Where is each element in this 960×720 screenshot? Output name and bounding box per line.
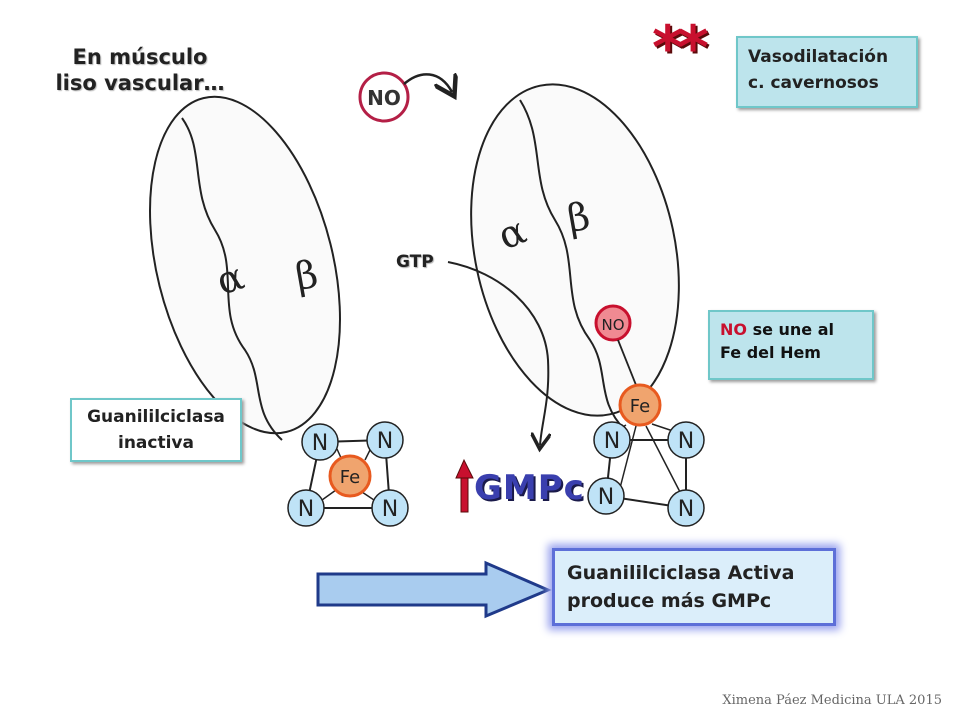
nitrogen-atom xyxy=(287,489,325,527)
free-no-molecule xyxy=(358,71,410,123)
active-box-line-1: Guanililciclasa Activa xyxy=(567,562,795,584)
vasodilation-box: Vasodilatación c. cavernosos xyxy=(736,36,918,108)
active-iron-atom xyxy=(618,383,662,427)
credit-text: Ximena Páez Medicina ULA 2015 xyxy=(722,693,942,708)
active-enzyme: α β NO Fe N N N N xyxy=(470,83,705,527)
nitrogen-atom-label: N xyxy=(678,429,694,454)
result-arrow-icon xyxy=(316,560,552,619)
title-line-1: En músculo xyxy=(72,45,208,69)
active-enzyme-divider xyxy=(519,99,626,431)
nitrogen-atom xyxy=(366,421,404,459)
no-binding-box: NO se une al Fe del Hem xyxy=(708,310,874,380)
gtp-conversion-arrow xyxy=(447,261,548,445)
nitrogen-atom-label: N xyxy=(298,497,314,522)
gmpc-label: GMPc xyxy=(474,468,585,508)
active-iron-label: Fe xyxy=(630,396,650,417)
inactive-box-line-1: Guanililciclasa xyxy=(87,407,225,427)
nitrogen-atom xyxy=(371,489,409,527)
active-enzyme-body xyxy=(470,83,680,417)
nitrogen-atom xyxy=(587,477,625,515)
no-binding-line-1: NO se une al xyxy=(720,318,872,341)
inactive-enzyme-body xyxy=(149,95,341,435)
active-nitrogen-atoms: N N N N xyxy=(587,421,705,527)
inactive-nitrogen-atoms: N N N N xyxy=(287,421,409,527)
nitrogen-atom-label: N xyxy=(312,431,328,456)
active-enzyme-box: Guanililciclasa Activa produce más GMPc xyxy=(552,548,836,626)
nitrogen-atom xyxy=(301,423,339,461)
increase-arrow-icon xyxy=(455,458,474,513)
no-binding-no-word: NO xyxy=(720,320,747,339)
nitrogen-atom-label: N xyxy=(382,497,398,522)
nitrogen-atom-label: N xyxy=(604,429,620,454)
nitrogen-atom-label: N xyxy=(377,429,393,454)
inactive-iron-atom xyxy=(328,454,372,498)
vasodilation-line-2: c. cavernosos xyxy=(748,73,879,93)
no-binding-line-2: Fe del Hem xyxy=(720,343,821,362)
free-no-label: NO xyxy=(367,86,401,110)
emphasis-stars: ** xyxy=(652,13,709,83)
inactive-enzyme-box: Guanililciclasa inactiva xyxy=(70,398,242,462)
bound-no-label: NO xyxy=(601,316,624,334)
nitrogen-atom xyxy=(667,489,705,527)
no-entry-arrow xyxy=(403,74,452,92)
title-line-2: liso vascular… xyxy=(55,71,225,95)
no-binding-rest: se une al xyxy=(747,320,834,339)
inactive-iron-label: Fe xyxy=(340,467,360,488)
inactive-enzyme-divider xyxy=(181,117,283,441)
gtp-label: GTP xyxy=(396,252,434,272)
nitrogen-atom xyxy=(667,421,705,459)
vasodilation-line-1: Vasodilatación xyxy=(748,47,889,67)
inactive-enzyme: α β N N N N Fe xyxy=(149,95,409,527)
inactive-box-line-2: inactiva xyxy=(118,433,194,453)
nitrogen-atom-label: N xyxy=(598,485,614,510)
active-box-line-2: produce más GMPc xyxy=(567,590,772,612)
nitrogen-atom xyxy=(593,421,631,459)
nitrogen-atom-label: N xyxy=(678,497,694,522)
bound-no-molecule xyxy=(594,304,632,342)
page-title: En músculo liso vascular… xyxy=(40,44,240,96)
